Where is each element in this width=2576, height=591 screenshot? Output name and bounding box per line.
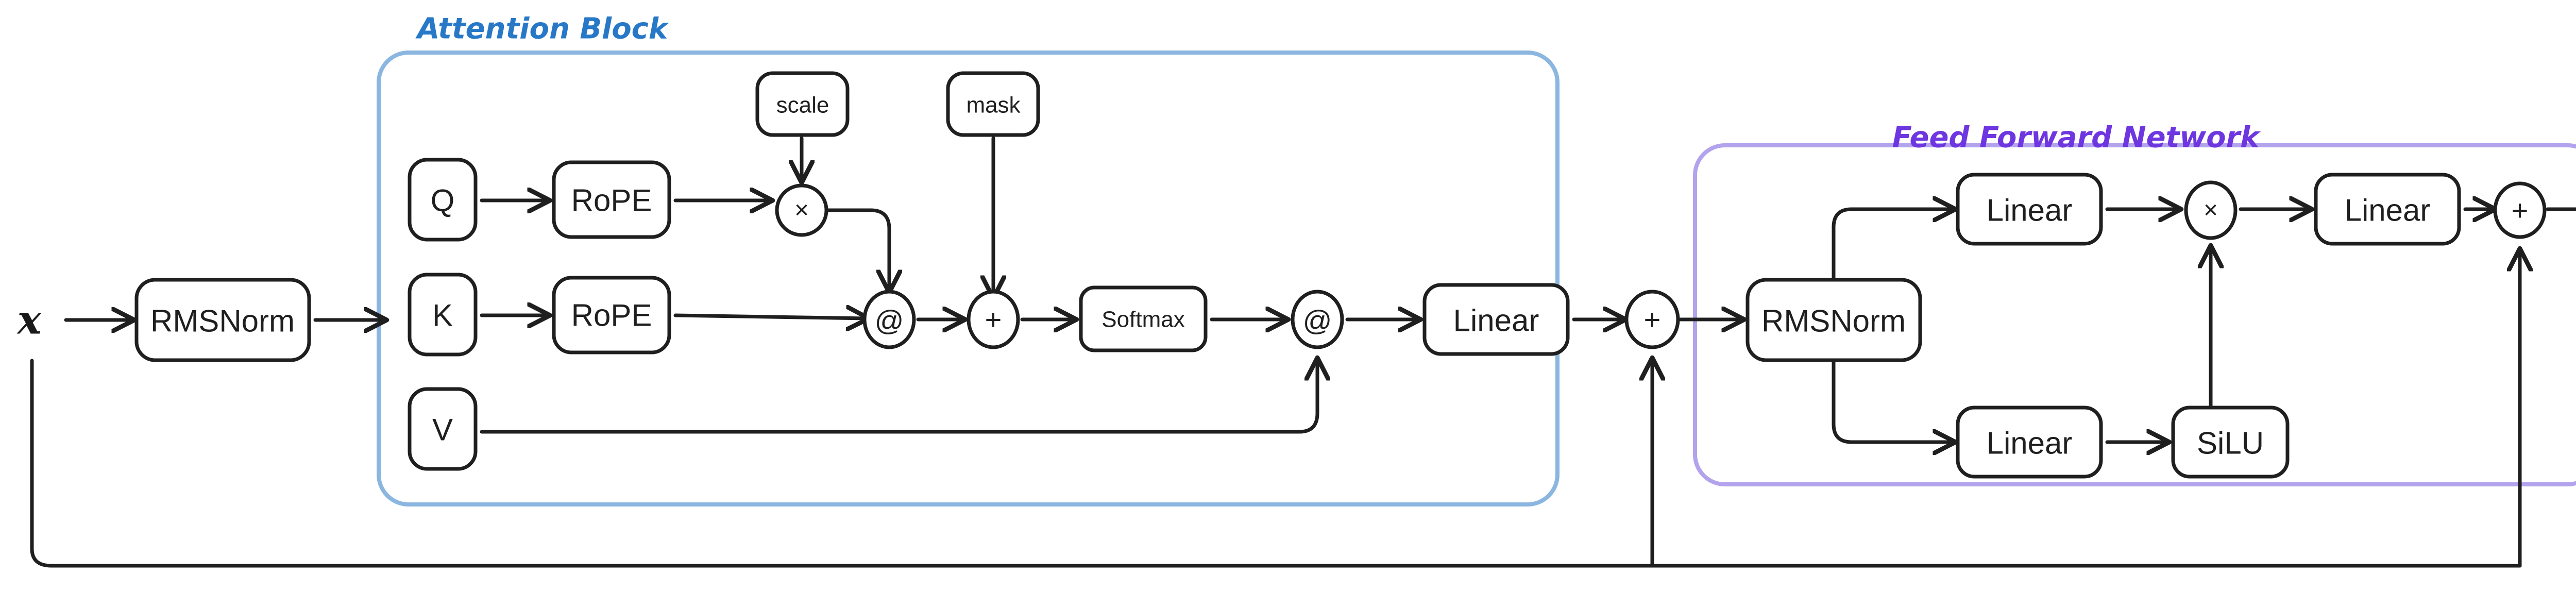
attention-block-border — [377, 50, 1560, 506]
node-linear-attention-out[interactable] — [1422, 283, 1570, 356]
node-rmsnorm-attention[interactable] — [134, 278, 311, 362]
node-mask[interactable] — [946, 71, 1040, 137]
operator-residual-add-attention-label: + — [1644, 303, 1661, 336]
node-softmax[interactable] — [1079, 285, 1208, 352]
node-rmsnorm-attention-label: RMSNorm — [150, 304, 295, 339]
node-v-label: V — [432, 413, 453, 447]
operator-matmul-qk[interactable] — [862, 290, 916, 349]
operator-multiply-gate[interactable] — [2184, 180, 2238, 240]
operator-add-mask[interactable] — [967, 290, 1020, 349]
edge-ropek-to-matmul — [673, 315, 866, 318]
node-scale-label: scale — [776, 93, 829, 118]
node-linear-up-label: Linear — [1987, 426, 2073, 461]
input-label-x: x — [16, 297, 42, 344]
node-linear-down-label: Linear — [2345, 193, 2431, 228]
node-softmax-label: Softmax — [1101, 307, 1184, 332]
edge-rmsnormffn-to-linear-up — [1832, 359, 1953, 442]
node-linear-gate[interactable] — [1956, 173, 2103, 246]
node-v[interactable] — [408, 387, 478, 471]
edge-residual-rail-from-x — [30, 359, 1605, 568]
operator-multiply-scale-label: × — [794, 197, 809, 224]
node-q-label: Q — [431, 183, 455, 218]
node-q[interactable] — [408, 158, 478, 242]
operator-residual-add-ffn-label: + — [2512, 194, 2529, 227]
node-rope-q-label: RoPE — [571, 183, 652, 218]
node-rope-k[interactable] — [552, 276, 671, 354]
edge-mul-to-matmul-qk — [826, 208, 889, 290]
node-linear-down[interactable] — [2314, 173, 2461, 246]
operator-add-mask-label: + — [985, 303, 1002, 336]
node-rmsnorm-ffn-label: RMSNorm — [1761, 304, 1906, 339]
node-scale[interactable] — [755, 71, 850, 137]
operator-matmul-qk-label: @ — [875, 305, 904, 337]
operator-residual-add-ffn[interactable] — [2493, 181, 2547, 239]
attention-block-title: Attention Block — [415, 12, 670, 46]
node-rope-q[interactable] — [552, 160, 671, 239]
ffn-block-title: Feed Forward Network — [1892, 121, 2262, 155]
node-silu-label: SiLU — [2197, 426, 2264, 461]
edge-rmsnormffn-to-linear-gate — [1832, 209, 1953, 281]
operator-multiply-scale[interactable] — [775, 183, 828, 237]
node-linear-up[interactable] — [1956, 406, 2103, 479]
node-mask-label: mask — [966, 93, 1021, 118]
node-silu[interactable] — [2171, 406, 2290, 479]
node-k-label: K — [432, 298, 453, 333]
operator-matmul-av[interactable] — [1291, 290, 1344, 349]
operator-multiply-gate-label: × — [2204, 197, 2218, 224]
operator-residual-add-attention[interactable] — [1624, 290, 1680, 349]
ffn-block-border — [1693, 143, 2576, 486]
edge-v-to-matmul-av — [480, 361, 1317, 434]
operator-matmul-av-label: @ — [1303, 305, 1332, 337]
node-linear-attention-out-label: Linear — [1453, 303, 1539, 338]
node-k[interactable] — [408, 273, 478, 357]
node-linear-gate-label: Linear — [1987, 193, 2073, 228]
node-rope-k-label: RoPE — [571, 298, 652, 333]
